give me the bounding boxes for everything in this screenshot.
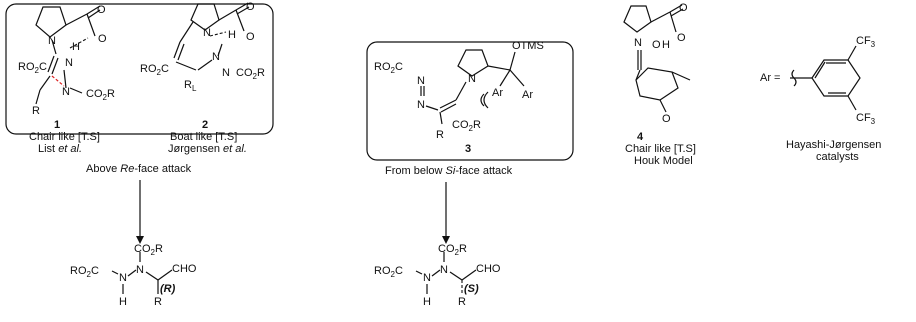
co2r-label: CO2R <box>134 243 163 257</box>
ar-label: Ar <box>492 87 503 99</box>
n-atom: N <box>440 264 448 276</box>
n-atom: N <box>65 57 73 69</box>
ro2c-label: RO2C <box>374 61 403 75</box>
n-atom: N <box>222 67 230 79</box>
arrow-a-head <box>136 236 144 244</box>
o-atom: O <box>652 39 661 51</box>
structure-1: N H O O RO2C N N CO2R R <box>18 4 115 117</box>
ro2c-label: RO2C <box>374 265 403 279</box>
author-label-1: List et al. <box>38 143 82 155</box>
n-atom: N <box>212 51 220 63</box>
product-s: RO2C N H N CO2R CHO R (S) <box>374 243 501 308</box>
o-atom: O <box>97 4 106 16</box>
config-s: (S) <box>464 283 479 295</box>
compound-number-4: 4 <box>637 131 644 143</box>
ro2c-label: RO2C <box>70 265 99 279</box>
co2r-label: CO2R <box>86 88 115 102</box>
ar-label: Ar <box>522 89 533 101</box>
ts-label-2: Boat like [T.S] <box>170 131 237 143</box>
catalyst-name-line1: Hayashi-Jørgensen <box>786 139 881 151</box>
product-r: RO2C N H N CO2R CHO R (R) <box>70 243 197 308</box>
o-atom: O <box>677 32 686 44</box>
h-atom: H <box>119 296 127 308</box>
ro2c-label: RO2C <box>18 61 47 75</box>
co2r-label: CO2R <box>236 67 265 81</box>
compound-number-2: 2 <box>202 119 208 131</box>
n-atom: N <box>468 73 476 85</box>
model-label-4: Houk Model <box>634 155 693 167</box>
structure-4: O O N O H O <box>623 2 691 125</box>
n-atom: N <box>634 37 642 49</box>
rl-group: RL <box>184 79 197 93</box>
arrow-b-head <box>442 236 450 244</box>
n-atom: N <box>136 264 144 276</box>
o-atom: O <box>662 113 671 125</box>
r-group: R <box>32 105 40 117</box>
r-group: R <box>458 296 466 308</box>
ar-equals-label: Ar = <box>760 72 780 84</box>
structure-2: N H O O RO2C N N CO2R RL <box>140 1 265 93</box>
ts-label-1: Chair like [T.S] <box>29 131 100 143</box>
cf3-label: CF3 <box>856 112 876 126</box>
benzene-ring <box>811 59 861 97</box>
author-label-2: Jørgensen et al. <box>168 143 247 155</box>
ts-label-4: Chair like [T.S] <box>625 143 696 155</box>
panel-a-box <box>5 3 274 135</box>
ar-definition: Ar = CF3 CF3 <box>760 35 876 126</box>
n-atom: N <box>423 272 431 284</box>
structure-3: OTMS Ar Ar N RO2C N N CO2R R <box>374 40 544 141</box>
n-atom: N <box>48 35 56 47</box>
r-group: R <box>154 296 162 308</box>
n-atom: N <box>62 86 70 98</box>
panel-b-box <box>366 41 574 161</box>
n-atom: N <box>203 27 211 39</box>
otms-label: OTMS <box>512 40 544 52</box>
n-atom: N <box>119 272 127 284</box>
o-atom: O <box>246 31 255 43</box>
compound-number-3: 3 <box>465 143 471 155</box>
o-atom: O <box>98 33 107 45</box>
caption-panel-b: From below Si-face attack <box>385 165 513 177</box>
r-group: R <box>436 129 444 141</box>
co2r-label: CO2R <box>438 243 467 257</box>
h-atom: H <box>72 41 80 53</box>
cho-label: CHO <box>172 263 197 275</box>
n-atom: N <box>417 99 425 111</box>
ro2c-label: RO2C <box>140 63 169 77</box>
h-atom: H <box>228 29 236 41</box>
o-atom: O <box>246 1 255 13</box>
h-atom: H <box>423 296 431 308</box>
config-r: (R) <box>160 283 176 295</box>
catalyst-name-line2: catalysts <box>816 151 859 163</box>
cf3-label: CF3 <box>856 35 876 49</box>
cho-label: CHO <box>476 263 501 275</box>
co2r-label: CO2R <box>452 119 481 133</box>
h-atom: H <box>662 39 670 51</box>
compound-number-1: 1 <box>54 119 60 131</box>
caption-panel-a: Above Re-face attack <box>86 163 192 175</box>
o-atom: O <box>679 2 688 14</box>
n-atom: N <box>417 75 425 87</box>
